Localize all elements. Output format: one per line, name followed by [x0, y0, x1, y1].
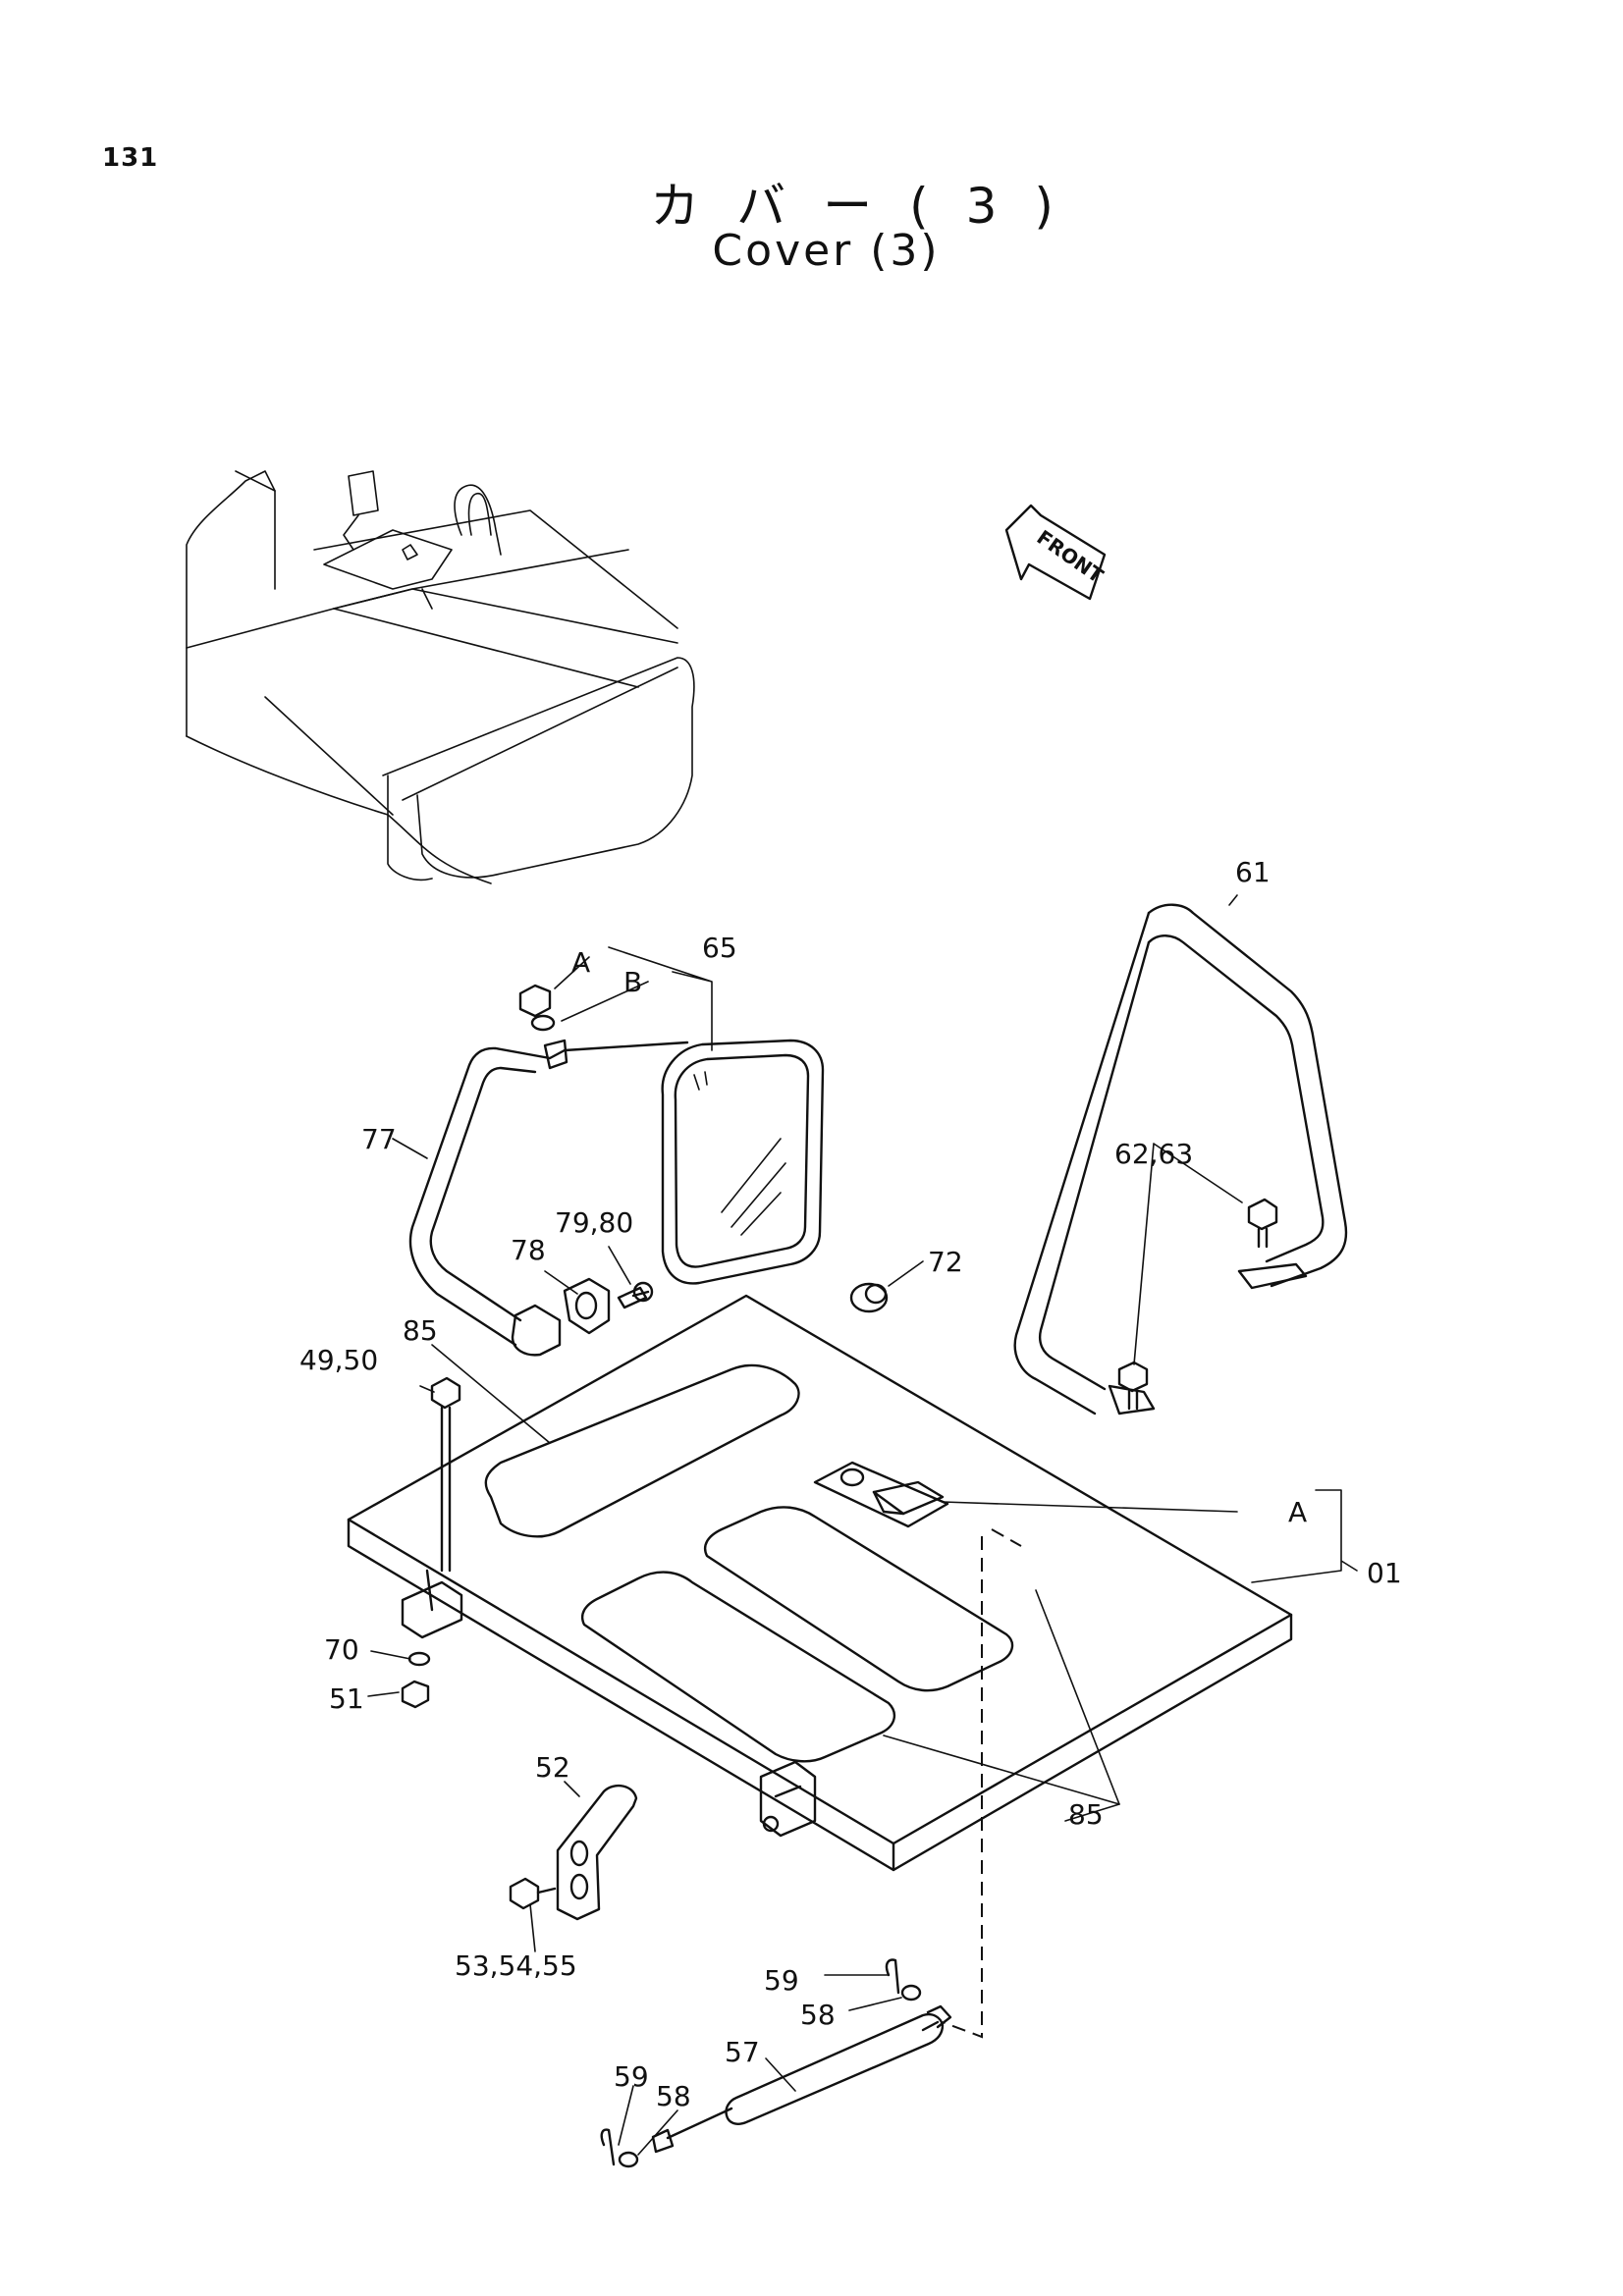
- callout-57: 57: [725, 2036, 760, 2068]
- mirror: [661, 1039, 825, 1285]
- callout-a-right: A: [1288, 1496, 1307, 1528]
- callout-51: 51: [329, 1682, 364, 1715]
- bolts-handrail: [1117, 1198, 1278, 1411]
- machine-overview-illustration: [186, 470, 695, 884]
- callout-58-bottom: 58: [656, 2080, 691, 2112]
- callout-79-80: 79,80: [555, 1206, 633, 1239]
- callout-72: 72: [928, 1246, 963, 1278]
- page-number: 131: [102, 143, 159, 173]
- cover-plate: [347, 1294, 1293, 1872]
- grommet: [849, 1282, 889, 1313]
- callout-65: 65: [702, 932, 737, 964]
- assembly-dashed-line: [942, 1536, 983, 2039]
- leader-lines: [367, 894, 1358, 2156]
- nut-and-washer: [518, 984, 556, 1032]
- clamp: [563, 1277, 654, 1335]
- callout-58-top: 58: [800, 1999, 836, 2031]
- callout-85-left: 85: [403, 1314, 438, 1347]
- callout-61: 61: [1235, 856, 1271, 888]
- bracket: [509, 1784, 638, 1921]
- title-english: Cover (3): [712, 226, 941, 276]
- mirror-stay: [408, 1039, 689, 1357]
- callout-53-54-55: 53,54,55: [455, 1949, 577, 1982]
- callout-77: 77: [361, 1123, 397, 1155]
- callout-78: 78: [511, 1234, 546, 1266]
- title-japanese: カバー(3): [650, 178, 1091, 235]
- callout-a-top: A: [571, 946, 590, 979]
- callout-85-bottom: 85: [1068, 1798, 1104, 1831]
- assembly-dashed-line-2: [991, 1528, 1022, 1547]
- callout-b: B: [623, 966, 642, 998]
- callout-59-top: 59: [764, 1964, 799, 1997]
- handrail: [1013, 903, 1348, 1415]
- front-direction-arrow: FRONT: [1004, 504, 1108, 601]
- callout-59-bottom: 59: [614, 2060, 649, 2093]
- callout-labels: 61 65 A B 77 62,63 79,80 78 72 85 49,50 …: [299, 856, 1402, 2112]
- callout-52: 52: [535, 1751, 570, 1784]
- callout-49-50: 49,50: [299, 1344, 378, 1376]
- callout-01: 01: [1367, 1557, 1402, 1589]
- callout-62-63: 62,63: [1114, 1138, 1193, 1170]
- callout-70: 70: [324, 1633, 359, 1666]
